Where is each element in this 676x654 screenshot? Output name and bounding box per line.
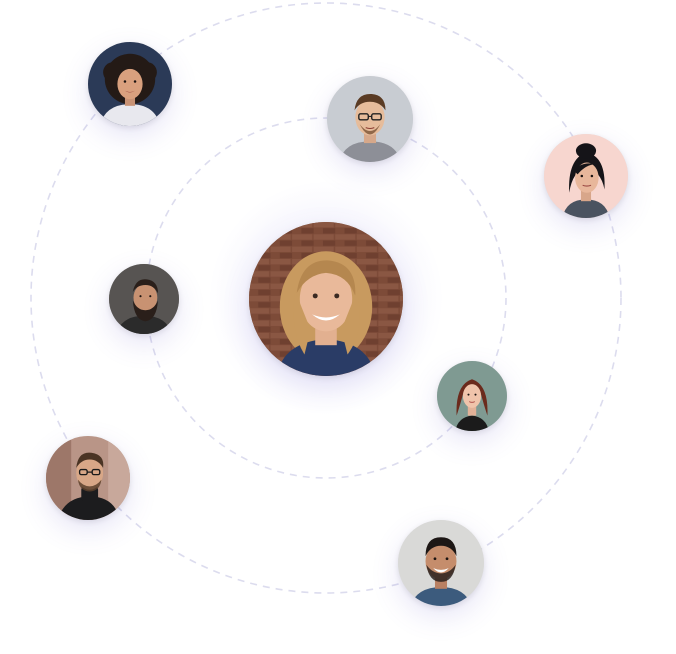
outer-orbit-ring (30, 2, 622, 594)
center-woman-avatar (249, 222, 403, 376)
portrait-image (437, 361, 507, 431)
portrait-image (109, 264, 179, 334)
turtleneck-man-avatar (46, 436, 130, 520)
bearded-man-avatar (109, 264, 179, 334)
portrait-image (398, 520, 484, 606)
portrait-image (88, 42, 172, 126)
portrait-image (46, 436, 130, 520)
glasses-man-avatar (327, 76, 413, 162)
curly-hair-woman-avatar (88, 42, 172, 126)
smiling-man-avatar (398, 520, 484, 606)
red-hair-woman-avatar (437, 361, 507, 431)
dark-hair-woman-avatar (544, 134, 628, 218)
portrait-image (544, 134, 628, 218)
portrait-image (249, 222, 403, 376)
portrait-image (327, 76, 413, 162)
